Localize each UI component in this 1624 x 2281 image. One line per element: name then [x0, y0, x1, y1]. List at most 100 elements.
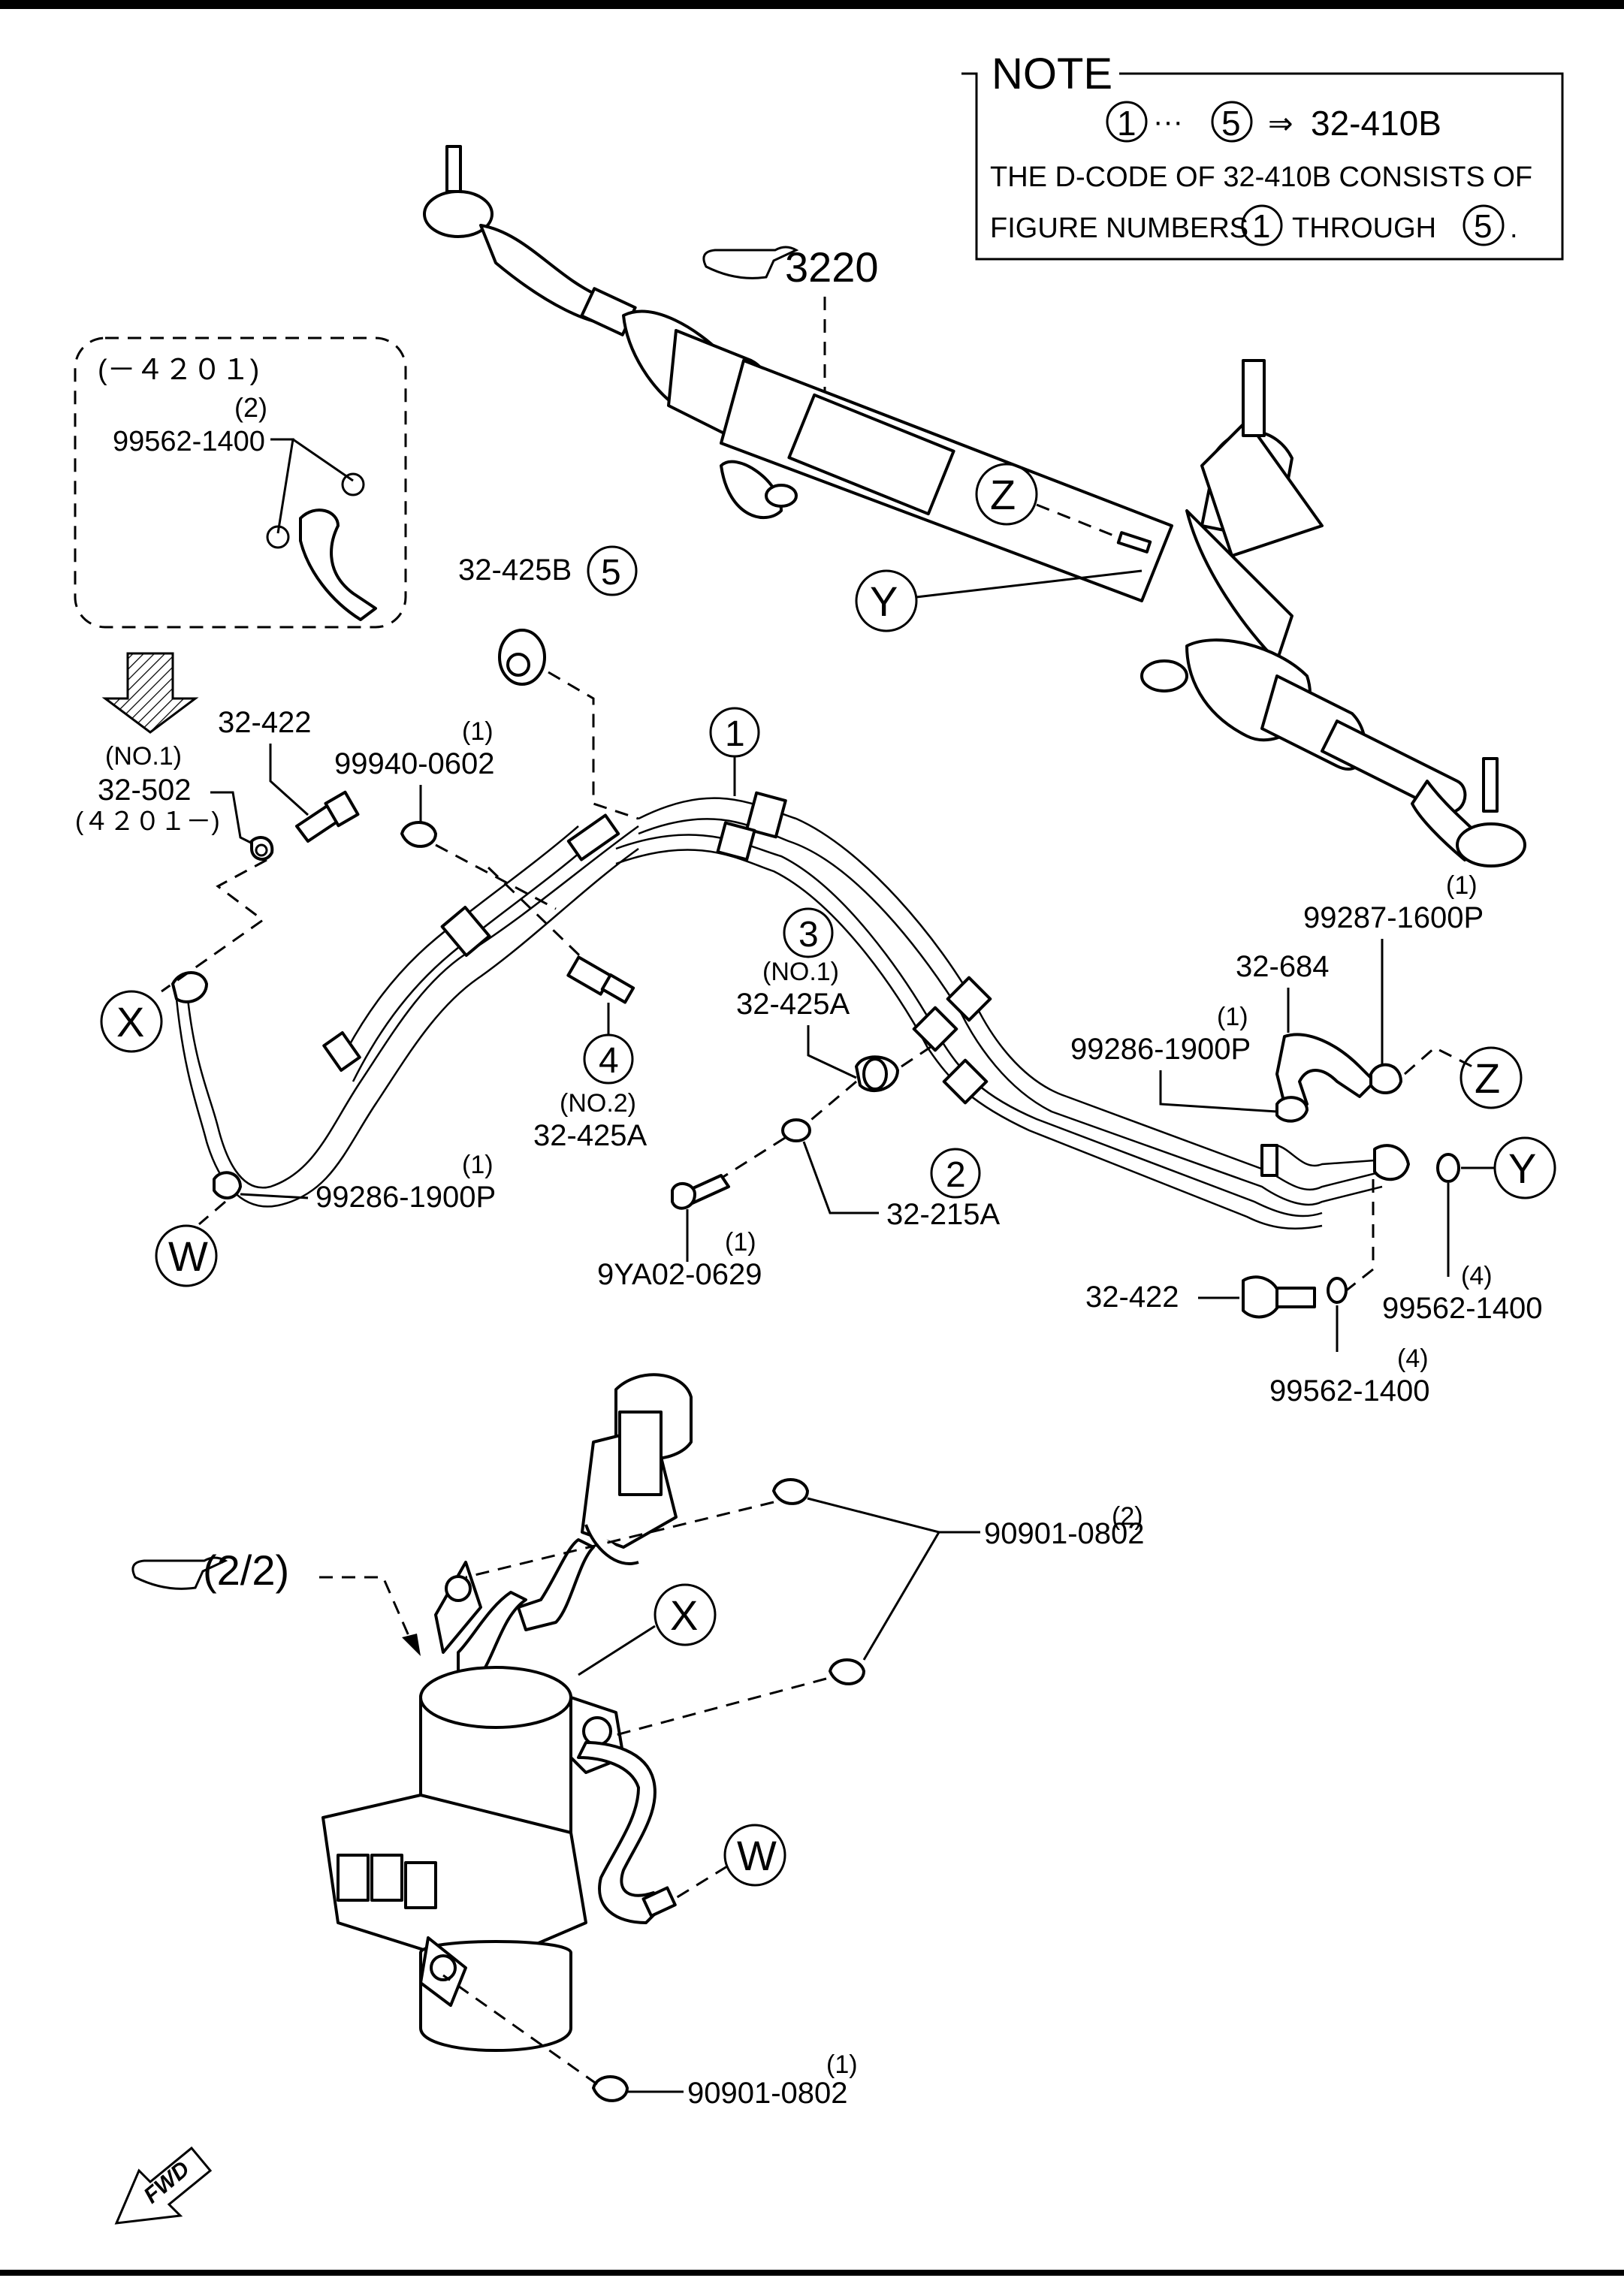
part-90901-nut-a [465, 1478, 865, 1736]
svg-text:99562-1400: 99562-1400 [1269, 1374, 1430, 1408]
inset-box: (－４２０１) (2) 99562-1400 [74, 336, 407, 629]
qty-99287: (1) [1446, 871, 1478, 900]
inset-range: (－４２０１) [98, 355, 259, 386]
svg-text:X: X [116, 998, 144, 1045]
label-32-684[interactable]: 32-684 [1236, 950, 1330, 1033]
svg-text:W: W [737, 1832, 777, 1879]
part-99287-clamp [1369, 1046, 1473, 1094]
part-32-422-banjo-bolt [1242, 1179, 1375, 1319]
note-range-from: 1 [1117, 104, 1136, 143]
hand-pointer-icon [131, 1556, 228, 1590]
ref-3220-label: 3220 [785, 243, 879, 291]
callout-2[interactable]: 2 [930, 1148, 981, 1199]
qty-99940: (1) [462, 717, 494, 746]
label-90901-a[interactable]: (2) 90901-0802 [807, 1497, 1145, 1661]
svg-text:3: 3 [798, 915, 819, 955]
label-99562-a[interactable]: (4) 99562-1400 [1382, 1183, 1543, 1325]
callout-3[interactable]: 3 (NO.1) 32-425A [736, 907, 857, 1079]
svg-text:99286-1900P: 99286-1900P [315, 1181, 496, 1214]
svg-text:99286-1900P: 99286-1900P [1070, 1033, 1251, 1066]
note-line3-end: . [1510, 213, 1518, 244]
ref-2-2[interactable]: (2/2) [131, 1546, 421, 1656]
arrow-head [402, 1634, 421, 1656]
callout-x-pump[interactable]: X [578, 1583, 717, 1676]
hatched-arrow-icon [101, 652, 199, 734]
part-32-684-hose [1275, 1033, 1376, 1106]
label-32-502[interactable]: (NO.1) 32-502 (４２０１－) [75, 742, 256, 846]
hand-pointer-icon [702, 246, 799, 279]
label-32-425A-b: 32-425A [533, 1119, 647, 1152]
note-line3-from: 1 [1252, 208, 1270, 245]
qty-90901-a: (2) [1112, 1502, 1143, 1531]
bottom-border [0, 2270, 1624, 2276]
label-32-215A[interactable]: 32-215A [802, 1141, 1001, 1231]
part-99286-clamp-a [1275, 1096, 1309, 1123]
no1-b: (NO.1) [762, 958, 839, 986]
electric-pump [321, 1373, 693, 2052]
qty-90901-b: (1) [826, 2050, 858, 2079]
inset-part: 99562-1400 [113, 426, 265, 457]
fwd-arrow-icon: FWD [114, 2146, 213, 2225]
callout-y-pipe[interactable]: Y [1493, 1136, 1556, 1199]
callout-y-rack[interactable]: Y [855, 569, 1143, 632]
note-line3-mid: THROUGH [1292, 213, 1436, 244]
part-pressure-switch [566, 955, 635, 1004]
callout-x-pipe[interactable]: X [100, 858, 267, 1053]
callout-z-pipe[interactable]: Z [1459, 1046, 1523, 1109]
svg-text:99940-0602: 99940-0602 [334, 747, 495, 780]
svg-text:99287-1600P: 99287-1600P [1303, 901, 1484, 934]
label-32-425A-a: 32-425A [736, 988, 850, 1021]
callout-1[interactable]: 1 [709, 707, 760, 796]
label-99940-0602[interactable]: (1) 99940-0602 [334, 717, 495, 822]
svg-text:32-502: 32-502 [98, 774, 192, 807]
part-90901-nut-b [442, 1974, 629, 2102]
svg-text:1: 1 [725, 714, 745, 754]
svg-text:99562-1400: 99562-1400 [1382, 1292, 1543, 1325]
svg-text:9YA02-0629: 9YA02-0629 [597, 1258, 762, 1291]
qty-99562-a: (4) [1461, 1262, 1493, 1290]
label-99286-a[interactable]: (1) 99286-1900P [1070, 1003, 1278, 1113]
label-32-422-b[interactable]: 32-422 [1085, 1281, 1239, 1314]
note-range-to: 5 [1221, 104, 1241, 143]
note-target: 32-410B [1311, 104, 1441, 143]
label-99286-b[interactable]: (1) 99286-1900P [240, 1151, 496, 1214]
svg-text:W: W [168, 1233, 208, 1280]
note-line2: THE D-CODE OF 32-410B CONSISTS OF [990, 161, 1532, 193]
qty-99286-a: (1) [1217, 1003, 1248, 1031]
callout-z-rack[interactable]: Z [975, 463, 1152, 554]
part-32-422-bolt [295, 790, 360, 843]
part-99286-clamp-w [213, 1171, 242, 1199]
callout-w-pipe[interactable]: W [155, 1200, 226, 1287]
steering-rack [423, 145, 1526, 867]
label-32-422-a[interactable]: 32-422 [218, 706, 312, 816]
part-99940-nut [400, 821, 595, 970]
qty-99562-b: (4) [1397, 1344, 1429, 1373]
svg-text:90901-0802: 90901-0802 [984, 1517, 1145, 1550]
svg-text:Z: Z [1475, 1055, 1500, 1102]
note-line3-prefix: FIGURE NUMBERS [990, 213, 1248, 244]
label-99562-b[interactable]: (4) 99562-1400 [1269, 1305, 1430, 1408]
pipe-end-y [1260, 1144, 1495, 1183]
qty-9YA02: (1) [725, 1228, 756, 1257]
svg-text:X: X [670, 1592, 698, 1639]
label-32-425B[interactable]: 32-425B 5 [458, 545, 638, 596]
svg-text:4: 4 [599, 1041, 619, 1081]
svg-text:32-215A: 32-215A [886, 1198, 1001, 1231]
callout-4[interactable]: 4 (NO.2) 32-425A [533, 1003, 647, 1152]
svg-text:32-425B: 32-425B [458, 554, 572, 587]
ref-2-2-label: (2/2) [203, 1546, 289, 1594]
inset-qty: (2) [234, 392, 267, 423]
part-32-215A-collar [713, 1118, 811, 1184]
callout-5: 5 [601, 553, 621, 593]
label-99287[interactable]: (1) 99287-1600P [1303, 871, 1484, 1067]
svg-text:2: 2 [946, 1155, 966, 1195]
label-90901-b[interactable]: (1) 90901-0802 [627, 2050, 858, 2110]
part-32-425A-bushing [807, 1042, 936, 1124]
part-32-425B-bushing [498, 629, 639, 820]
no1-a: (NO.1) [105, 742, 182, 771]
note-range-sep: ··· [1153, 105, 1183, 138]
note-line3-to: 5 [1474, 208, 1492, 245]
callout-w-pump[interactable]: W [672, 1824, 786, 1902]
note-box: NOTE 1 ··· 5 ⇒ 32-410B THE D-CODE OF 32-… [961, 50, 1564, 261]
label-9YA02-0629[interactable]: (1) 9YA02-0629 [597, 1209, 762, 1291]
